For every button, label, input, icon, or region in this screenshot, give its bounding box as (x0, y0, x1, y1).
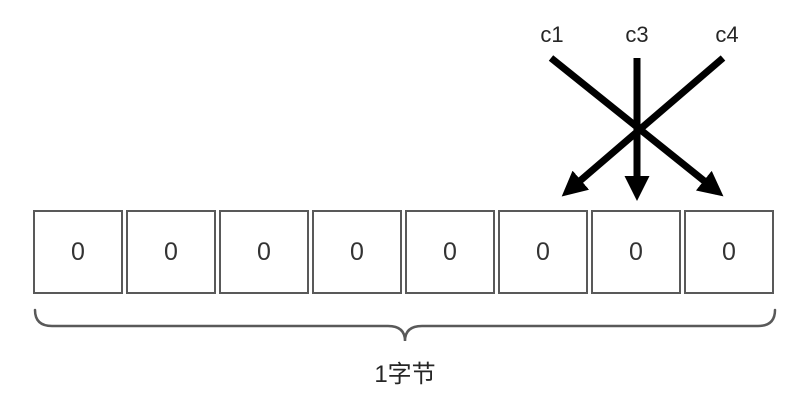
bit-cell-4: 0 (405, 210, 495, 294)
label-c1: c1 (540, 22, 564, 47)
label-c4: c4 (715, 22, 739, 47)
label-c3: c3 (625, 22, 649, 47)
bit-cell-3: 0 (312, 210, 402, 294)
arrow-c1-icon (548, 55, 724, 197)
underbrace-icon (33, 308, 777, 342)
bit-cell-5: 0 (498, 210, 588, 294)
bit-cell-1: 0 (126, 210, 216, 294)
byte-label: 1字节 (374, 361, 436, 388)
bit-cell-2: 0 (219, 210, 309, 294)
bit-cell-6: 0 (591, 210, 681, 294)
byte-row: 0 0 0 0 0 0 0 0 (33, 210, 774, 294)
bit-cell-0: 0 (33, 210, 123, 294)
arrow-c4-icon (561, 55, 726, 197)
bit-cell-7: 0 (684, 210, 774, 294)
